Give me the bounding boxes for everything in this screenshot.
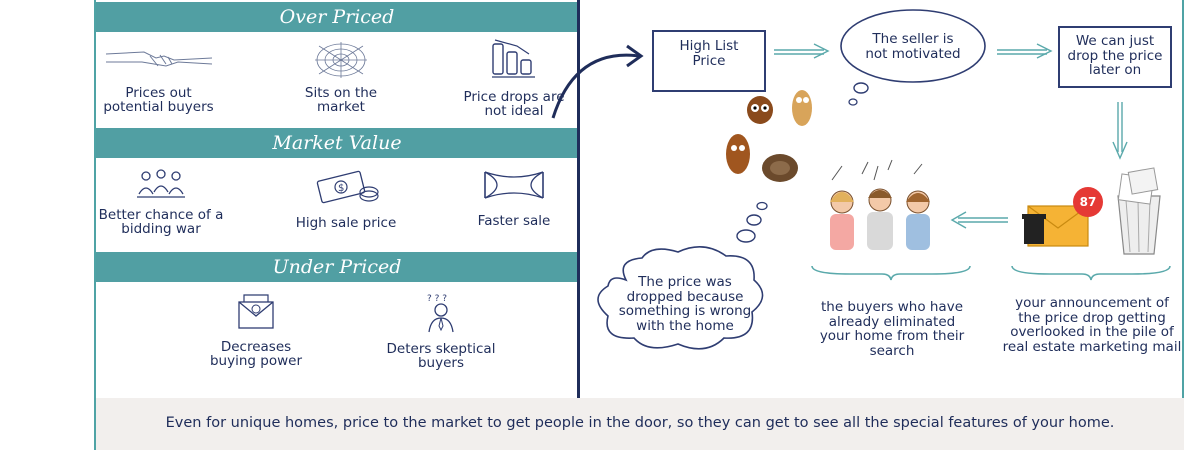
announcement-overlooked-text: your announcement of the price drop gett… (1002, 295, 1182, 355)
money-icon: $ (316, 170, 379, 204)
panel-divider (577, 0, 580, 398)
cartoon-nuts-illustration (726, 90, 812, 182)
over-item-prices-out: Prices out potential buyers (96, 40, 221, 114)
footer-banner: Even for unique homes, price to the mark… (96, 398, 1184, 450)
seller-not-motivated-text: The seller is not motivated (865, 31, 961, 62)
drop-price-later-text: We can just drop the price later on (1067, 33, 1163, 78)
falling-bars-icon (492, 39, 535, 78)
over-item-price-drops: Price drops are not ideal (458, 38, 570, 118)
under-priced-header: Under Priced (96, 252, 578, 282)
over-priced-header: Over Priced (96, 2, 578, 32)
buyers-eliminated-text: the buyers who have already eliminated y… (819, 299, 965, 359)
over-label-1: Prices out potential buyers (103, 85, 214, 115)
price-dropped-thought-cloud (597, 201, 768, 350)
market-label-2: High sale price (295, 215, 397, 231)
seller-thought-cloud (840, 9, 986, 106)
under-label-1: Decreases buying power (209, 339, 302, 369)
high-list-price-box: High List Price (652, 30, 766, 92)
over-label-3: Price drops are not ideal (463, 89, 565, 119)
under-item-deters: ? ? ? Deters skeptical buyers (376, 292, 506, 370)
market-value-header: Market Value (96, 128, 578, 158)
arrow-down-icon (1112, 102, 1128, 160)
brace-left-icon (811, 265, 971, 281)
svg-text:? ? ?: ? ? ? (427, 294, 447, 304)
mail-pile-illustration (1022, 167, 1161, 255)
arrow-left-icon (950, 211, 1008, 229)
under-item-buying-power: Decreases buying power (196, 292, 316, 368)
brace-right-icon (1011, 265, 1171, 281)
market-label-3: Faster sale (477, 213, 551, 229)
drop-price-later-box: We can just drop the price later on (1058, 26, 1172, 88)
market-item-bidding: Better chance of a bidding war (96, 168, 226, 236)
confused-person-icon: ? ? ? (427, 294, 454, 333)
mail-count-badge: 87 (1073, 187, 1103, 217)
market-item-faster: Faster sale (464, 168, 564, 228)
high-list-price-text: High List Price (679, 38, 739, 69)
curved-arrow-icon (551, 44, 644, 119)
arrow-1-icon (774, 43, 830, 59)
hourglass-icon (484, 171, 544, 199)
people-group-icon (137, 169, 185, 198)
arrow-2-icon (997, 43, 1053, 59)
stressed-buyers-illustration (830, 159, 930, 250)
market-label-1: Better chance of a bidding war (98, 207, 224, 237)
cobweb-icon (315, 42, 367, 78)
consequence-flow-panel: High List Price The seller is not motiva… (580, 0, 1184, 398)
pricing-comparison-panel: Over Priced Prices out potential buyers … (96, 0, 578, 398)
over-item-sits: Sits on the market (291, 40, 391, 114)
price-dropped-text: The price was dropped because something … (618, 274, 752, 334)
under-label-2: Deters skeptical buyers (386, 341, 496, 371)
envelope-icon (238, 294, 274, 329)
market-item-high-sale: $ High sale price (286, 168, 406, 230)
over-label-2: Sits on the market (304, 85, 378, 115)
svg-text:$: $ (338, 183, 344, 194)
handshake-icon (105, 51, 212, 67)
footer-text: Even for unique homes, price to the mark… (165, 415, 1115, 431)
